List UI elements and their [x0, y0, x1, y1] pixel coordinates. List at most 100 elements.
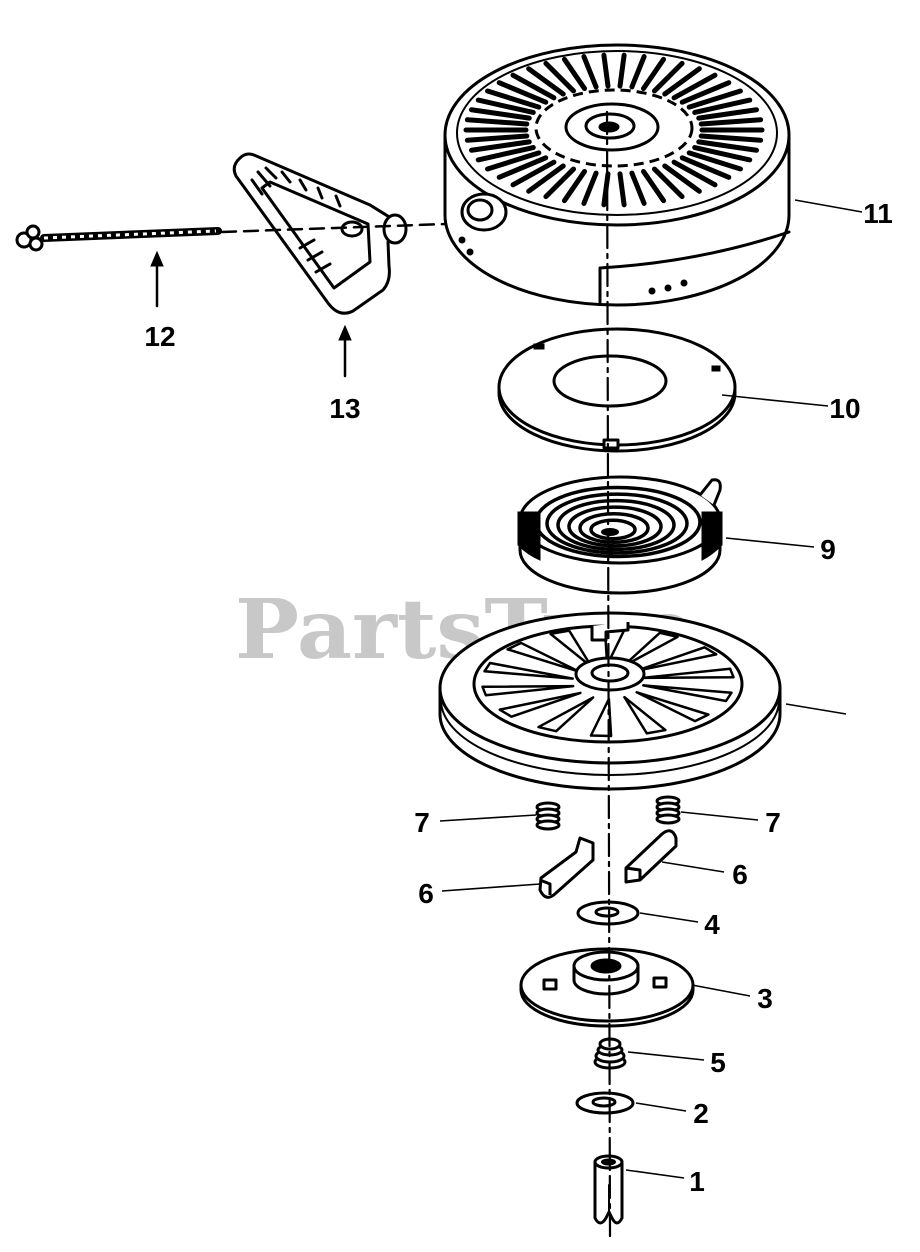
housing-vent-slot [485, 150, 542, 172]
housing-vent-slot [617, 171, 627, 208]
pulley-vane [549, 629, 593, 669]
housing-rivet [458, 236, 466, 244]
handle-ribs [250, 166, 342, 274]
rope-twist [43, 229, 217, 240]
pulley-vane [641, 667, 735, 680]
housing-vent-slot [671, 72, 718, 101]
pawl-left [538, 836, 595, 899]
leader-10 [721, 394, 829, 407]
pin-bore [601, 1158, 616, 1166]
housing-rivet [680, 279, 688, 287]
washer-2 [575, 1091, 635, 1115]
housing-vent-slots [463, 52, 765, 208]
spring-coil [567, 505, 663, 548]
rope-body [40, 227, 222, 242]
leader-7-right [680, 811, 759, 821]
housing-vent-slot [510, 72, 557, 101]
callout-4: 4 [704, 909, 720, 940]
handle-eyelet [340, 220, 364, 238]
housing-vent-slot [496, 80, 549, 105]
spring-hook [698, 478, 722, 506]
leader-1 [625, 1169, 685, 1179]
plate-washer-tab [533, 343, 545, 350]
housing-hub-hole [598, 121, 620, 133]
housing-vent-slot [698, 133, 764, 143]
plate-washer-tab [602, 438, 620, 450]
callout-2: 2 [693, 1098, 709, 1129]
leader-6-left [441, 883, 541, 892]
housing-vent-slot [526, 163, 566, 194]
spring-coils [534, 485, 702, 559]
housing-vent-slot [581, 54, 599, 90]
housing-vent-slot [561, 56, 588, 92]
washer-4 [576, 900, 640, 926]
spring-coil [589, 518, 637, 541]
housing-top-rim [456, 50, 778, 216]
leader-11 [794, 199, 863, 213]
housing-vent-slot [464, 117, 530, 127]
housing-vent-slot [629, 54, 647, 90]
pulley-vane [498, 691, 582, 718]
housing-rivet [466, 248, 474, 256]
leader-pulley [785, 703, 847, 715]
leader-3 [691, 984, 751, 997]
housing-vent-slot [662, 163, 702, 194]
housing-vent-slot [651, 166, 685, 200]
housing-vent-slot [543, 166, 577, 200]
housing-vent-slot [617, 52, 627, 89]
retainer-tab [542, 978, 558, 991]
housing-vent-slot [475, 97, 536, 115]
pawl-right [624, 829, 678, 884]
pawl-spring-left [535, 801, 561, 831]
pulley-notch [590, 622, 630, 642]
pulley-hub-hole [590, 663, 630, 683]
callout-3: 3 [757, 983, 773, 1014]
housing-vent-slot [696, 107, 760, 121]
leader-4 [639, 912, 699, 923]
pulley-vane [642, 684, 733, 703]
housing-vent-slot [510, 159, 557, 188]
callout-1: 1 [689, 1166, 705, 1197]
housing-vent-slot [692, 97, 753, 115]
pawl-spring-right [655, 795, 681, 825]
housing-rivet [664, 284, 672, 292]
pulley-vane [481, 684, 575, 697]
plate-washer-hole [552, 354, 668, 408]
housing-side-slot [598, 230, 791, 304]
callout-5: 5 [710, 1047, 726, 1078]
coil [535, 819, 561, 831]
coil [655, 813, 681, 825]
retainer-3 [519, 947, 695, 1028]
callout-7-right: 7 [765, 807, 781, 838]
rope-knot [28, 236, 44, 252]
washer-4-hole [594, 906, 620, 918]
callout-6-left: 6 [418, 878, 434, 909]
spring-coil [556, 498, 676, 552]
assembly-axis [605, 110, 612, 1238]
pulley-vane [506, 641, 581, 673]
housing [443, 43, 791, 307]
leader-9 [725, 537, 815, 548]
housing-vent-slot [651, 60, 685, 94]
pulley-vane [621, 631, 679, 668]
housing-vent-slot [475, 145, 536, 163]
housing-vent-slot [561, 168, 588, 204]
housing-vent-slot [629, 170, 647, 206]
rope-pulley [438, 611, 782, 791]
spring-coil [578, 511, 650, 545]
plate-washer [497, 327, 737, 453]
starter-rope [15, 224, 222, 252]
center-pin [593, 1154, 624, 1225]
callout-12: 12 [144, 321, 175, 352]
spring-coil [534, 485, 702, 559]
housing-vent-slot [692, 145, 753, 163]
housing-vent-slot [640, 56, 667, 92]
housing-vent-slot [671, 159, 718, 188]
housing-vent-slot [679, 155, 732, 180]
callout-7-left: 7 [414, 807, 430, 838]
housing-vent-slot [679, 80, 732, 105]
pulley-groove [440, 699, 780, 776]
housing-vent-slot [581, 170, 599, 206]
housing-vent-slot [662, 66, 702, 97]
